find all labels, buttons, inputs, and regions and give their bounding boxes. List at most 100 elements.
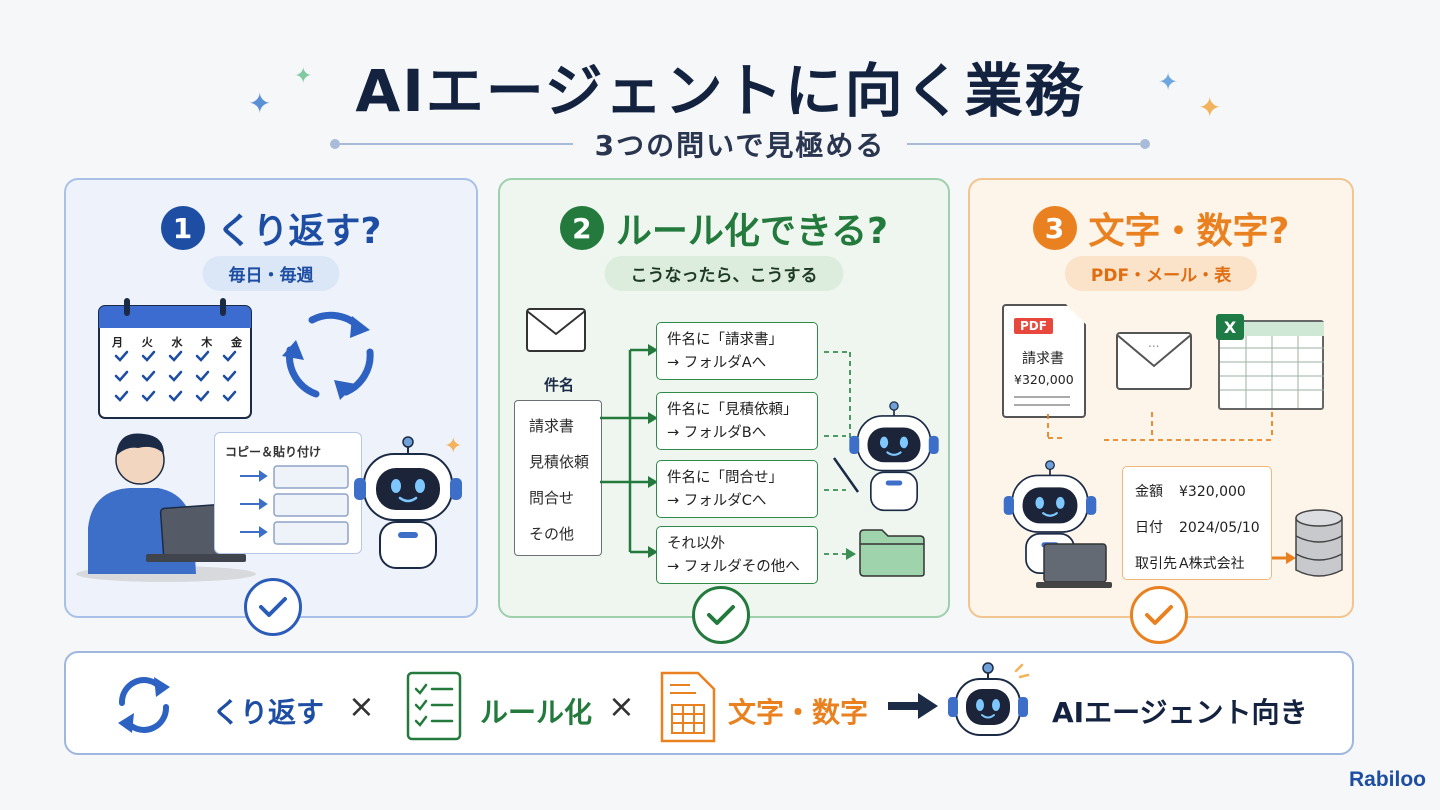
cycle-arrows-icon — [282, 311, 374, 400]
number-badge: 1 — [160, 206, 205, 250]
folder-icon — [859, 529, 925, 577]
card-title: くり返す? — [216, 211, 382, 252]
number-badge: 3 — [1032, 206, 1077, 250]
summary-result: AIエージェント向き — [1052, 696, 1308, 729]
pdf-amount: ¥320,000 — [1014, 372, 1074, 387]
robot-illustration — [849, 401, 939, 512]
email-dots: ... — [1148, 336, 1160, 350]
sparkle-icon: ✦ — [1158, 68, 1179, 96]
card-title: ルール化できる? — [615, 211, 889, 252]
checklist-icon — [406, 671, 462, 741]
calendar-icon — [98, 298, 252, 419]
sparkle-icon: ✦ — [294, 64, 313, 89]
dashed-connectors — [824, 351, 856, 560]
weekday-label: 水 — [171, 336, 183, 349]
spreadsheet-doc-icon — [660, 671, 716, 743]
sparkle-icon: ✦ — [444, 434, 463, 459]
rule-box: それ以外 → フォルダその他へ — [656, 526, 818, 584]
pdf-badge: PDF — [1014, 318, 1053, 334]
check-badge-icon — [692, 586, 750, 644]
weekday-label: 木 — [201, 336, 213, 349]
weekday-label: 金 — [231, 336, 242, 349]
page-subtitle: 3つの問いで見極める — [594, 129, 886, 162]
sync-icon — [118, 677, 170, 733]
subtitle-row: 3つの問いで見極める — [330, 124, 1150, 164]
times-sign: × — [608, 687, 635, 725]
subject-list: 請求書 見積依頼 問合せ その他 — [514, 400, 602, 556]
rule-action: → フォルダAへ — [667, 355, 767, 371]
card-heading: 1 くり返す? — [66, 202, 476, 254]
rule-action: → フォルダCへ — [667, 493, 767, 509]
sparkle-icon: ✦ — [248, 87, 272, 120]
routing-arrows — [600, 344, 658, 558]
excel-badge: X — [1216, 314, 1244, 340]
dashed-flow — [1047, 412, 1273, 441]
times-sign: × — [348, 687, 375, 725]
card-text-number: 3 文字・数字? PDF・メール・表 PDF 請求書 ¥320,000 ... … — [968, 178, 1354, 644]
card-heading: 2 ルール化できる? — [500, 202, 948, 254]
rule-box: 件名に「見積依頼」 → フォルダBへ — [656, 392, 818, 450]
laptop-icon — [1036, 543, 1112, 588]
email-icon — [526, 308, 586, 352]
arrow-right-icon — [1272, 552, 1296, 564]
brand-logo: Rabiloo — [1349, 768, 1426, 791]
data-row: 日付 2024/05/10 — [1135, 517, 1260, 537]
check-badge-icon — [1130, 586, 1188, 644]
arrow-right-icon — [888, 693, 938, 719]
rule-condition: 件名に「問合せ」 — [667, 470, 783, 486]
tag-pill: PDF・メール・表 — [1064, 256, 1258, 291]
card-heading: 3 文字・数字? — [970, 202, 1352, 254]
rule-action: → フォルダBへ — [667, 425, 767, 441]
weekday-label: 火 — [141, 336, 153, 349]
tag-pill: 毎日・毎週 — [202, 256, 340, 291]
field-value: 2024/05/10 — [1179, 520, 1260, 536]
robot-illustration — [354, 436, 462, 569]
rule-action: → フォルダその他へ — [667, 559, 800, 575]
card-rule: 2 ルール化できる? こうなったら、こうする 件名 請求書 見積依頼 問合せ そ… — [498, 178, 950, 644]
email-icon: ... — [1116, 332, 1192, 390]
check-badge-icon — [244, 578, 302, 636]
summary-rule: ルール化 — [480, 696, 593, 729]
summary-repeat: くり返す — [212, 696, 325, 729]
card-title: 文字・数字? — [1088, 211, 1290, 252]
pointer-stick — [832, 457, 860, 493]
subject-label: 件名 — [544, 376, 575, 394]
divider-line — [340, 143, 573, 145]
field-label: 日付 — [1135, 520, 1163, 536]
card-repeat: 1 くり返す? 毎日・毎週 月 火 水 木 金 — [64, 178, 478, 636]
weekday-label: 月 — [112, 336, 123, 349]
tag-pill: こうなったら、こうする — [604, 256, 844, 291]
list-item: 請求書 — [529, 417, 575, 435]
sparkle-icon: ✦ — [1198, 91, 1222, 124]
rule-box: 件名に「問合せ」 → フォルダCへ — [656, 460, 818, 518]
field-value: A株式会社 — [1179, 556, 1245, 572]
paste-rows-illustration — [240, 465, 349, 545]
divider-dot — [1140, 139, 1150, 149]
data-row: 金額 ¥320,000 — [1135, 481, 1246, 501]
divider-dot — [330, 139, 340, 149]
list-item: 問合せ — [529, 489, 575, 507]
list-item: 見積依頼 — [529, 453, 590, 471]
database-icon — [1295, 509, 1343, 577]
robot-icon — [948, 662, 1030, 736]
rule-condition: 件名に「請求書」 — [667, 332, 783, 348]
rule-condition: 件名に「見積依頼」 — [667, 402, 798, 418]
copy-paste-label: コピー＆貼り付け — [225, 445, 322, 459]
pdf-document-icon: PDF 請求書 ¥320,000 — [1002, 304, 1086, 418]
summary-text-number: 文字・数字 — [728, 696, 869, 729]
number-badge: 2 — [559, 206, 604, 250]
field-label: 金額 — [1135, 484, 1163, 500]
field-value: ¥320,000 — [1179, 484, 1246, 500]
spreadsheet-icon: X — [1216, 314, 1324, 410]
rule-condition: それ以外 — [667, 536, 725, 552]
page-title: AIエージェントに向く業務 — [355, 57, 1085, 125]
divider-line — [907, 143, 1140, 145]
field-label: 取引先 — [1135, 556, 1177, 572]
pdf-title: 請求書 — [1022, 351, 1064, 367]
summary-bar: くり返す × ルール化 × 文字・数字 AIエージェント向き — [64, 651, 1354, 755]
weekday-row: 月 火 水 木 金 — [112, 334, 242, 350]
list-item: その他 — [529, 525, 575, 543]
rule-box: 件名に「請求書」 → フォルダAへ — [656, 322, 818, 380]
